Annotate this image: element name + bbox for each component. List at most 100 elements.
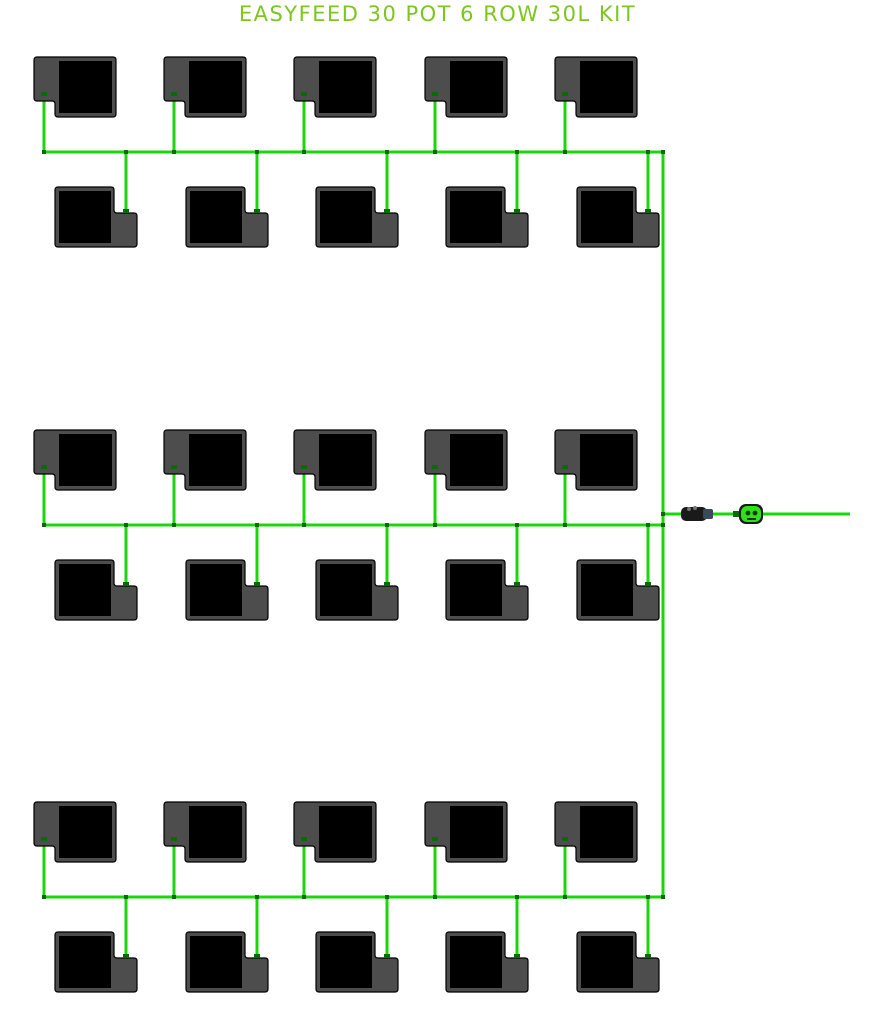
pot-icon[interactable] <box>163 56 247 118</box>
tee-junction <box>42 895 46 899</box>
pot-opening <box>320 191 372 243</box>
tee-junction <box>646 150 650 154</box>
dripper-fitting <box>384 954 390 958</box>
tee-junction <box>563 895 567 899</box>
pot-icon[interactable] <box>33 429 117 491</box>
tee-junction <box>515 150 519 154</box>
dripper-fitting <box>645 582 651 586</box>
pot-icon[interactable] <box>576 559 660 621</box>
pot-opening <box>450 936 502 988</box>
pot-icon[interactable] <box>576 931 660 993</box>
tap-slot <box>747 518 756 520</box>
dripper-fitting <box>562 92 568 96</box>
pot-icon[interactable] <box>293 56 377 118</box>
green-tap-connector-icon <box>739 504 763 524</box>
pot-opening <box>450 434 503 486</box>
dripper-fitting <box>562 465 568 469</box>
dripper-fitting <box>514 582 520 586</box>
pot-opening <box>320 564 372 616</box>
dripper-fitting <box>514 954 520 958</box>
pot-icon[interactable] <box>33 801 117 863</box>
pot-icon[interactable] <box>185 931 269 993</box>
dripper-fitting <box>384 209 390 213</box>
dripper-fitting <box>123 954 129 958</box>
tap-eye <box>745 510 751 516</box>
tee-junction <box>646 895 650 899</box>
pot-icon[interactable] <box>445 931 529 993</box>
dripper-fitting <box>41 92 47 96</box>
dripper-fitting <box>301 837 307 841</box>
tee-junction <box>124 150 128 154</box>
dripper-fitting <box>432 837 438 841</box>
pot-icon[interactable] <box>424 801 508 863</box>
pot-opening <box>189 806 242 858</box>
dripper-fitting <box>171 92 177 96</box>
pot-icon[interactable] <box>54 186 138 248</box>
pot-icon[interactable] <box>163 801 247 863</box>
dripper-fitting <box>562 837 568 841</box>
dripper-fitting <box>41 837 47 841</box>
tee-junction <box>255 150 259 154</box>
pot-icon[interactable] <box>54 559 138 621</box>
dripper-fitting <box>301 92 307 96</box>
pot-icon[interactable] <box>163 429 247 491</box>
dripper-fitting <box>432 465 438 469</box>
pot-icon[interactable] <box>554 56 638 118</box>
tee-junction <box>433 895 437 899</box>
pot-opening <box>581 936 633 988</box>
filter-cap <box>703 509 713 519</box>
pot-opening <box>320 936 372 988</box>
pot-icon[interactable] <box>33 56 117 118</box>
pot-opening <box>190 936 242 988</box>
pot-icon[interactable] <box>315 931 399 993</box>
filter-body <box>681 507 707 521</box>
tee-junction <box>661 895 665 899</box>
pot-icon[interactable] <box>445 186 529 248</box>
tee-junction <box>302 150 306 154</box>
pot-icon[interactable] <box>185 559 269 621</box>
pot-icon[interactable] <box>315 559 399 621</box>
tee-junction <box>172 895 176 899</box>
dripper-fitting <box>432 92 438 96</box>
tee-junction <box>515 523 519 527</box>
tee-junction <box>172 150 176 154</box>
pot-opening <box>580 806 633 858</box>
dripper-fitting <box>254 954 260 958</box>
pot-icon[interactable] <box>185 186 269 248</box>
pot-icon[interactable] <box>424 56 508 118</box>
feed-pipe-network <box>42 95 850 958</box>
pot-icon[interactable] <box>554 801 638 863</box>
pot-icon[interactable] <box>293 801 377 863</box>
tee-junction <box>661 150 665 154</box>
dripper-fitting <box>301 465 307 469</box>
pot-opening <box>59 61 112 113</box>
pot-opening <box>319 806 372 858</box>
pot-opening <box>319 61 372 113</box>
tee-junction <box>385 150 389 154</box>
pot-opening <box>580 61 633 113</box>
tee-junction <box>563 523 567 527</box>
pot-icon[interactable] <box>576 186 660 248</box>
dripper-fitting <box>254 209 260 213</box>
tee-junction <box>433 523 437 527</box>
pot-opening <box>59 806 112 858</box>
tee-junction <box>385 895 389 899</box>
pot-icon[interactable] <box>315 186 399 248</box>
dripper-fitting <box>645 209 651 213</box>
pot-opening <box>190 564 242 616</box>
pot-opening <box>59 434 112 486</box>
pot-opening <box>189 434 242 486</box>
dripper-fitting <box>254 582 260 586</box>
pot-opening <box>59 564 111 616</box>
tee-junction <box>255 523 259 527</box>
pot-icon[interactable] <box>54 931 138 993</box>
pot-icon[interactable] <box>293 429 377 491</box>
pot-icon[interactable] <box>445 559 529 621</box>
tee-junction <box>563 150 567 154</box>
pot-icon[interactable] <box>424 429 508 491</box>
inlet-connectors <box>681 504 763 524</box>
pot-icon[interactable] <box>554 429 638 491</box>
dripper-fitting <box>384 582 390 586</box>
tee-junction <box>124 895 128 899</box>
